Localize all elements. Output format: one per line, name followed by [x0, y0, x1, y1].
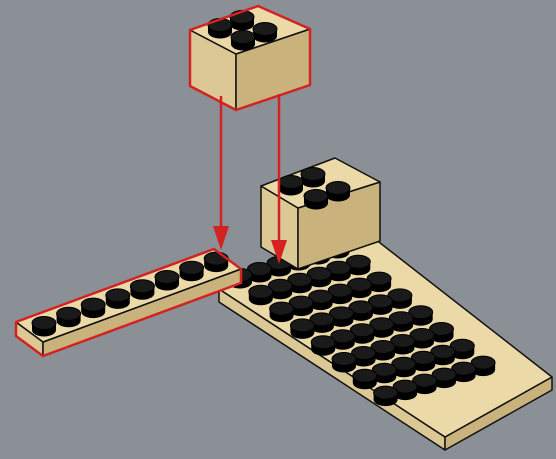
stud-icon	[287, 272, 313, 294]
stud-icon	[470, 355, 496, 377]
stud-icon	[345, 254, 371, 276]
stud-icon	[288, 295, 314, 317]
arrow-left	[213, 96, 229, 250]
stud-icon	[309, 312, 335, 333]
stud-icon	[278, 175, 304, 196]
stud-icon	[352, 368, 378, 390]
stud-icon	[230, 30, 256, 51]
stud-icon	[80, 297, 106, 319]
stud-icon	[306, 266, 332, 288]
stud-icon	[387, 288, 413, 309]
stud-icon	[269, 301, 295, 323]
stud-icon	[327, 283, 353, 305]
stud-icon	[410, 350, 436, 372]
stud-icon	[369, 317, 395, 338]
stud-icon	[207, 18, 233, 39]
falling-brick	[188, 4, 312, 112]
long-plate	[14, 247, 243, 358]
stud-icon	[373, 385, 399, 407]
stud-icon	[308, 289, 334, 311]
stud-icon	[412, 373, 438, 395]
stud-icon	[347, 277, 373, 299]
raised-brick-studs	[278, 167, 351, 210]
stud-icon	[303, 189, 329, 210]
stud-icon	[247, 262, 272, 283]
stud-icon	[179, 260, 205, 282]
stud-icon	[154, 270, 180, 291]
stud-icon	[248, 284, 274, 306]
baseplate-studs	[227, 238, 496, 407]
stud-icon	[331, 352, 357, 373]
stud-icon	[328, 306, 354, 327]
stud-icon	[367, 294, 393, 315]
stud-icon	[300, 167, 326, 188]
falling-brick-highlight-outline	[188, 4, 312, 112]
stud-icon	[330, 329, 356, 350]
stud-icon	[56, 306, 82, 328]
stud-icon	[451, 361, 477, 383]
stud-icon	[349, 323, 375, 344]
stud-icon	[31, 316, 57, 337]
stud-icon	[325, 181, 351, 202]
stud-icon	[289, 318, 315, 339]
baseplate	[218, 238, 553, 451]
stud-icon	[129, 279, 155, 300]
arrow-right	[271, 94, 287, 264]
stud-icon	[449, 338, 475, 360]
stud-icon	[252, 22, 278, 43]
stud-icon	[348, 300, 374, 321]
long-plate-highlight-outline	[14, 247, 243, 358]
arrow-down-icon	[213, 226, 229, 250]
stud-icon	[391, 356, 417, 378]
stud-icon	[409, 328, 435, 349]
stud-icon	[351, 346, 376, 367]
stud-icon	[390, 334, 415, 355]
stud-icon	[429, 322, 454, 343]
stud-icon	[203, 251, 229, 273]
stud-icon	[105, 288, 131, 309]
stud-icon	[310, 335, 336, 356]
stud-icon	[267, 278, 293, 300]
stud-icon	[388, 311, 414, 332]
raised-brick	[260, 157, 381, 270]
stud-icon	[370, 340, 396, 361]
stud-icon	[371, 362, 397, 384]
stud-icon	[431, 367, 457, 389]
stud-icon	[326, 260, 352, 282]
stud-icon	[430, 344, 456, 366]
arrow-down-icon	[271, 240, 287, 264]
stud-icon	[408, 305, 434, 326]
stud-icon	[366, 271, 392, 293]
stud-icon	[392, 379, 418, 401]
long-plate-studs	[31, 251, 229, 337]
